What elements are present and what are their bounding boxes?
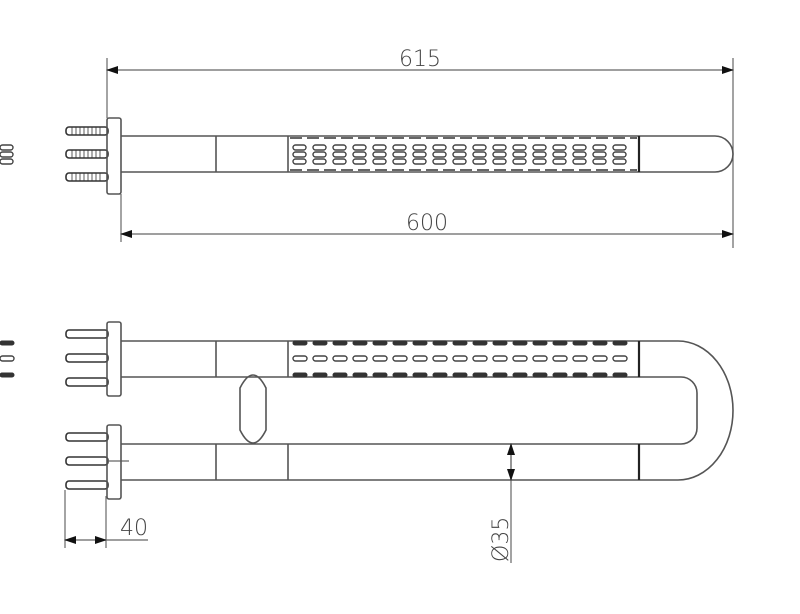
perforation-slots-top [0,144,627,165]
dimension-tube-diameter: Ø35 [489,443,515,563]
flange-top [106,117,122,195]
terminal-pins-upper [65,329,109,387]
dimension-40-label: 40 [120,516,148,541]
flange-lower [106,424,122,500]
dimension-diameter-label: Ø35 [489,517,514,562]
u-tube-view [0,321,734,500]
dimension-600-label: 600 [406,211,448,236]
support-bracket [239,374,267,444]
perforation-slots-u [0,340,628,378]
dimension-tube-length: 600 [120,211,734,238]
flange-upper [106,321,122,397]
terminal-pins-lower [65,432,109,490]
terminal-pins-top [65,126,109,182]
tube-body-top [121,135,734,173]
u-tube-outer [121,340,734,481]
dimension-overall-length: 615 [106,47,734,248]
dimension-615-label: 615 [399,47,441,72]
single-tube-view [0,117,734,242]
dimension-pin-length: 40 [64,490,148,548]
u-tube-inner [121,376,698,445]
